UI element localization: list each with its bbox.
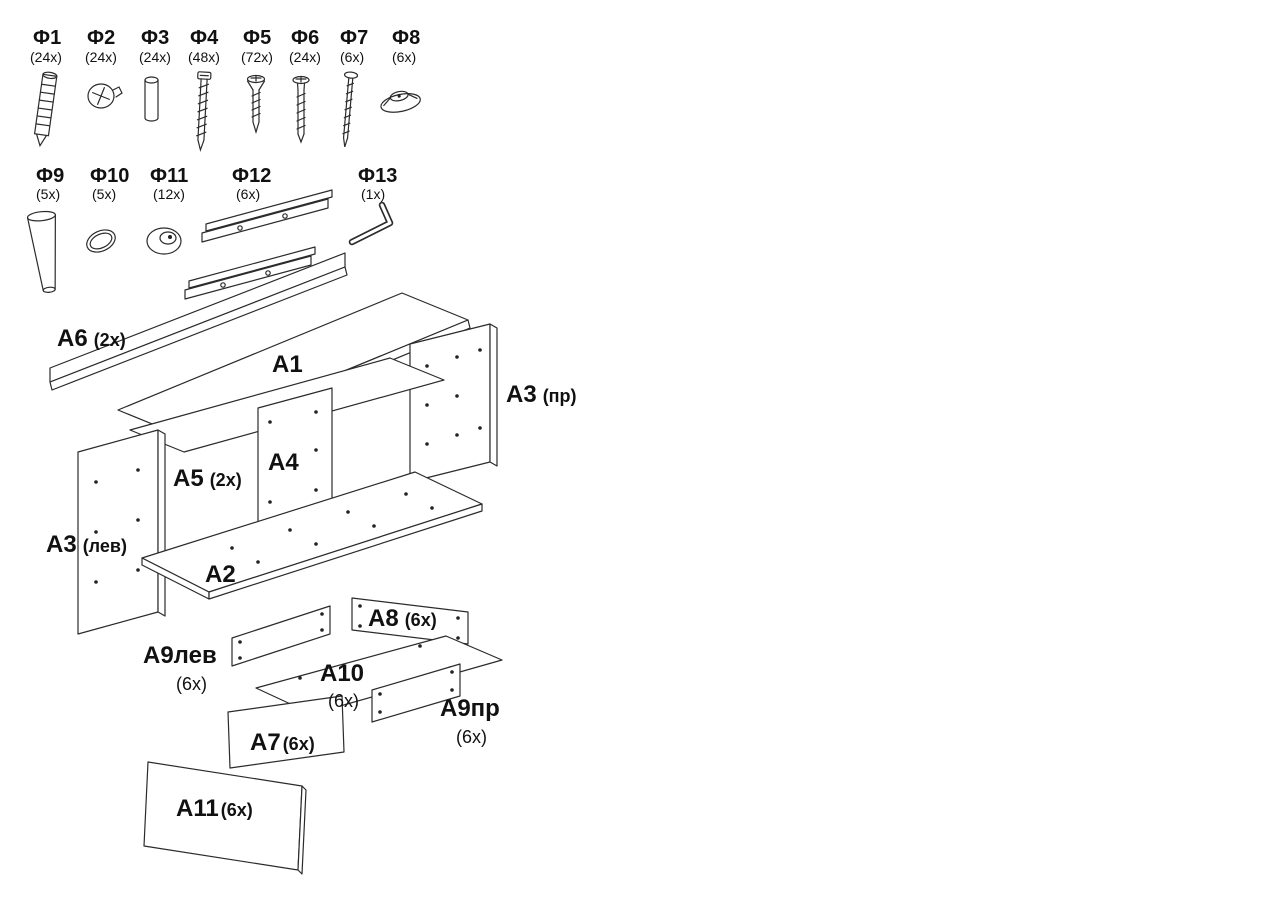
hw-qty-f6: (24x) bbox=[289, 49, 321, 65]
hw-label-f8: Ф8 bbox=[392, 27, 420, 49]
oval-pad-icon bbox=[86, 229, 116, 253]
drawer-back-a8 bbox=[351, 597, 469, 645]
hw-qty-f8: (6x) bbox=[392, 49, 416, 65]
hw-qty-f12: (6x) bbox=[236, 186, 260, 202]
hw-qty-f10: (5x) bbox=[92, 186, 116, 202]
screw-icon bbox=[292, 75, 310, 144]
qty-a9-right: (6x) bbox=[456, 727, 487, 747]
label-a9-left: A9лев bbox=[143, 642, 217, 669]
label-a6: A6(2x) bbox=[57, 325, 126, 352]
hw-label-f1: Ф1 bbox=[33, 27, 61, 49]
hw-qty-f7: (6x) bbox=[340, 49, 364, 65]
hw-label-f13: Ф13 bbox=[358, 165, 397, 187]
hw-label-f4: Ф4 bbox=[190, 27, 219, 49]
label-a9-right: A9пр bbox=[440, 695, 500, 722]
hw-qty-f2: (24x) bbox=[85, 49, 117, 65]
hw-label-f5: Ф5 bbox=[243, 27, 271, 49]
hw-label-f2: Ф2 bbox=[87, 27, 115, 49]
euro-dowel-bolt-icon bbox=[33, 71, 58, 148]
panel-a3-left bbox=[77, 429, 166, 635]
hw-qty-f1: (24x) bbox=[30, 49, 62, 65]
qty-a10: (6x) bbox=[328, 691, 359, 711]
screw-icon bbox=[246, 74, 266, 135]
confirmat-screw-icon bbox=[196, 71, 212, 153]
label-a10: A10 bbox=[320, 660, 364, 687]
hw-label-f9: Ф9 bbox=[36, 165, 64, 187]
cap-washer-icon bbox=[380, 90, 421, 113]
hw-qty-f5: (72x) bbox=[241, 49, 273, 65]
label-a11: A11(6x) bbox=[176, 795, 253, 822]
label-a4: A4 bbox=[268, 449, 299, 476]
drawer-front-a7 bbox=[227, 695, 345, 769]
hw-label-f6: Ф6 bbox=[291, 27, 319, 49]
hw-label-f3: Ф3 bbox=[141, 27, 169, 49]
hw-qty-f3: (24x) bbox=[139, 49, 171, 65]
drawer-facade-a11 bbox=[143, 761, 307, 875]
long-screw-icon bbox=[342, 71, 359, 148]
label-a3-left: A3(лев) bbox=[46, 531, 127, 558]
hw-qty-f4: (48x) bbox=[188, 49, 220, 65]
drawer-side-a9-left bbox=[231, 605, 331, 667]
drawer-slide-icon bbox=[184, 189, 333, 300]
hw-label-f12: Ф12 bbox=[232, 165, 271, 187]
qty-a9-left: (6x) bbox=[176, 674, 207, 694]
label-a1: A1 bbox=[272, 351, 303, 378]
drawer-side-a9-right bbox=[371, 663, 461, 723]
panel-a6 bbox=[49, 252, 348, 391]
furniture-leg-icon bbox=[26, 210, 56, 293]
label-a5: A5(2x) bbox=[173, 465, 242, 492]
hw-label-f7: Ф7 bbox=[340, 27, 368, 49]
panel-a2 bbox=[141, 471, 483, 600]
cam-lock-icon bbox=[87, 83, 123, 109]
hw-label-f11: Ф11 bbox=[150, 165, 188, 187]
hex-key-icon bbox=[348, 201, 394, 246]
hw-qty-f9: (5x) bbox=[36, 186, 60, 202]
label-a2: A2 bbox=[205, 561, 236, 588]
label-a3-right: A3(пр) bbox=[506, 381, 577, 408]
wood-dowel-icon bbox=[144, 76, 159, 122]
hw-qty-f13: (1x) bbox=[361, 186, 385, 202]
label-a7: A7(6x) bbox=[250, 729, 315, 756]
knob-icon bbox=[146, 227, 182, 255]
label-a8: A8(6x) bbox=[368, 605, 437, 632]
panel-a3-right bbox=[409, 323, 498, 483]
hw-label-f10: Ф10 bbox=[90, 165, 129, 187]
hw-qty-f11: (12x) bbox=[153, 186, 185, 202]
